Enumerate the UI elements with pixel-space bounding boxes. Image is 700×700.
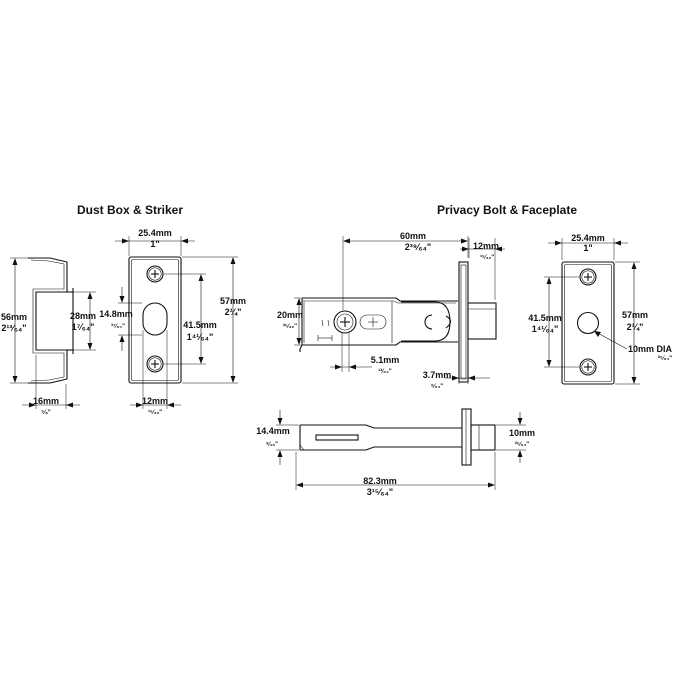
bolt-head-mm: 12mm (473, 241, 499, 251)
st-holes-in: 1⁴¹⁄₆₄" (187, 332, 214, 342)
faceplate-screw-bottom-icon (579, 358, 597, 376)
fp-height-mm: 57mm (622, 310, 648, 320)
st-width-mm: 25.4mm (138, 228, 172, 238)
side-head-in: ²⁵⁄₆₄" (515, 441, 529, 448)
fp-hole-in: ²⁵⁄₆₄" (658, 355, 672, 362)
side-len-mm: 82.3mm (363, 476, 397, 486)
dust-box-drawing (28, 257, 74, 384)
st-height-in: 2¼" (225, 307, 242, 317)
st-slot-h-in: ³⁷⁄₆₄" (111, 323, 125, 330)
db-height-in: 2¹³⁄₆₄" (1, 323, 26, 333)
striker-plate-drawing (128, 256, 182, 384)
fp-width-in: 1" (583, 243, 592, 253)
st-holes-mm: 41.5mm (183, 320, 217, 330)
db-inner-in: 1⁷⁄₆₄" (72, 322, 95, 332)
fp-width-mm: 25.4mm (571, 233, 605, 243)
db-height-mm: 56mm (1, 312, 27, 322)
side-len-in: 3¹⁵⁄₆₄" (367, 487, 393, 497)
st-height-mm: 57mm (220, 296, 246, 306)
st-slot-w-mm: 12mm (142, 396, 168, 406)
side-head-mm: 10mm (509, 428, 535, 438)
privacy-bolt-title: Privacy Bolt & Faceplate (437, 203, 577, 217)
bolt-plate-in: ⁹⁄₆₄" (431, 384, 443, 390)
db-depth-mm: 16mm (33, 396, 59, 406)
privacy-bolt-drawing (299, 261, 497, 383)
bolt-plate-mm: 3.7mm (423, 370, 452, 380)
faceplate-screw-top-icon (579, 268, 597, 286)
st-slot-h-mm: 14.8mm (99, 309, 133, 319)
bolt-len-mm: 60mm (400, 231, 426, 241)
bolt-head-in: ¹⁵⁄₃₂" (480, 254, 494, 261)
striker-screw-top-icon (146, 265, 164, 283)
bolt-spindle-in: ¹³⁄₆₄" (378, 368, 392, 375)
dust-box-title: Dust Box & Striker (77, 203, 183, 217)
side-height-mm: 14.4mm (256, 426, 290, 436)
st-width-in: 1" (150, 239, 159, 249)
striker-screw-bottom-icon (146, 355, 164, 373)
bolt-body-mm: 20mm (277, 310, 303, 320)
side-height-in: ⁹⁄₁₆" (266, 442, 278, 448)
fp-holes-in: 1⁴¹⁄₆₄" (532, 324, 559, 334)
fp-height-in: 2¼" (627, 322, 644, 332)
fp-hole-mm: 10mm DIA (628, 344, 673, 354)
faceplate-drawing (561, 261, 615, 385)
st-slot-w-in: ¹⁵⁄₃₂" (148, 409, 162, 416)
bolt-side-view-drawing (299, 408, 496, 466)
db-inner-mm: 28mm (70, 311, 96, 321)
fp-holes-mm: 41.5mm (528, 313, 562, 323)
db-depth-in: ⁵⁄₈" (41, 410, 51, 416)
bolt-spindle-mm: 5.1mm (371, 355, 400, 365)
bolt-body-in: ²⁵⁄₃₂" (283, 323, 297, 330)
bolt-len-in: 2³⁹⁄₆₄" (405, 242, 431, 252)
